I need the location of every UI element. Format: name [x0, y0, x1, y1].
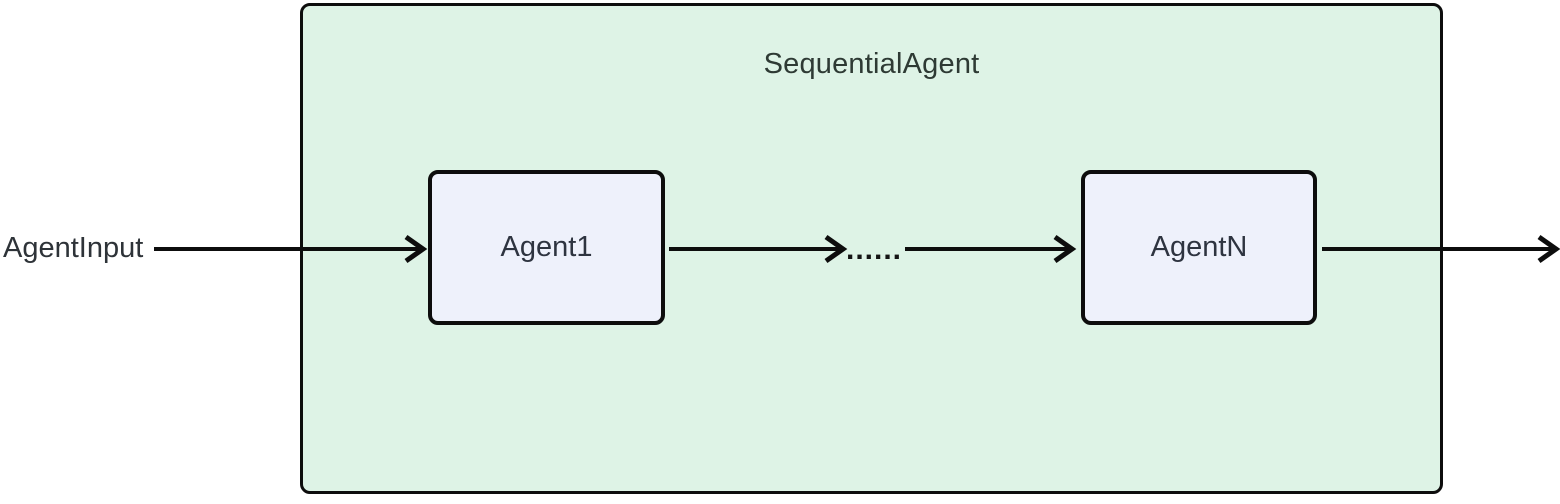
ellipsis-label: ...... — [845, 233, 902, 266]
node-agentn-label: AgentN — [1150, 231, 1248, 263]
container-title: SequentialAgent — [763, 48, 980, 80]
node-agentn: AgentN — [1081, 170, 1317, 325]
input-label: AgentInput — [3, 232, 144, 264]
node-agent1-label: Agent1 — [500, 231, 593, 263]
node-agent1: Agent1 — [428, 170, 665, 325]
